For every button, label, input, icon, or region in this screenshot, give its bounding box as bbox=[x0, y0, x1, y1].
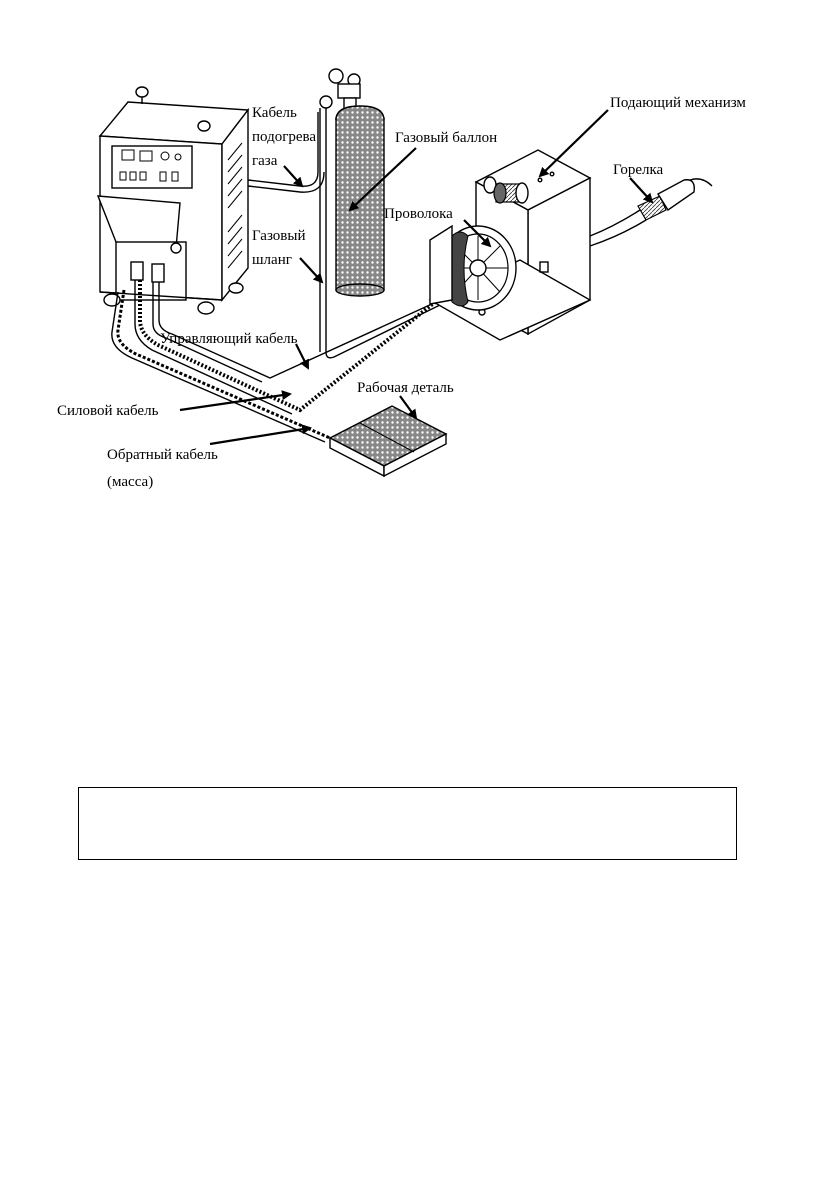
welding-power-source bbox=[98, 87, 248, 314]
label-feeder: Подающий механизм bbox=[610, 95, 746, 111]
label-heater-cable-3: газа bbox=[252, 153, 278, 169]
label-workpiece: Рабочая деталь bbox=[357, 380, 454, 396]
label-control-cable: Управляющий кабель bbox=[160, 331, 298, 347]
label-power-cable: Силовой кабель bbox=[57, 403, 159, 419]
label-return-cable-1: Обратный кабель bbox=[107, 447, 218, 463]
welding-setup-diagram: Кабель подогрева газа Газовый баллон Под… bbox=[0, 0, 839, 520]
label-torch: Горелка bbox=[613, 162, 664, 178]
label-gas-cylinder: Газовый баллон bbox=[395, 130, 497, 146]
label-gas-hose-1: Газовый bbox=[252, 228, 305, 244]
label-gas-hose-2: шланг bbox=[252, 252, 292, 268]
label-heater-cable-2: подогрева bbox=[252, 129, 316, 145]
label-heater-cable-1: Кабель bbox=[252, 105, 297, 121]
workpiece bbox=[330, 406, 446, 476]
welding-torch bbox=[590, 179, 712, 246]
label-wire: Проволока bbox=[384, 206, 453, 222]
wire-feeder bbox=[430, 150, 590, 340]
empty-caption-box bbox=[78, 787, 737, 860]
label-return-cable-2: (масса) bbox=[107, 474, 153, 490]
gas-cylinder bbox=[320, 69, 384, 296]
